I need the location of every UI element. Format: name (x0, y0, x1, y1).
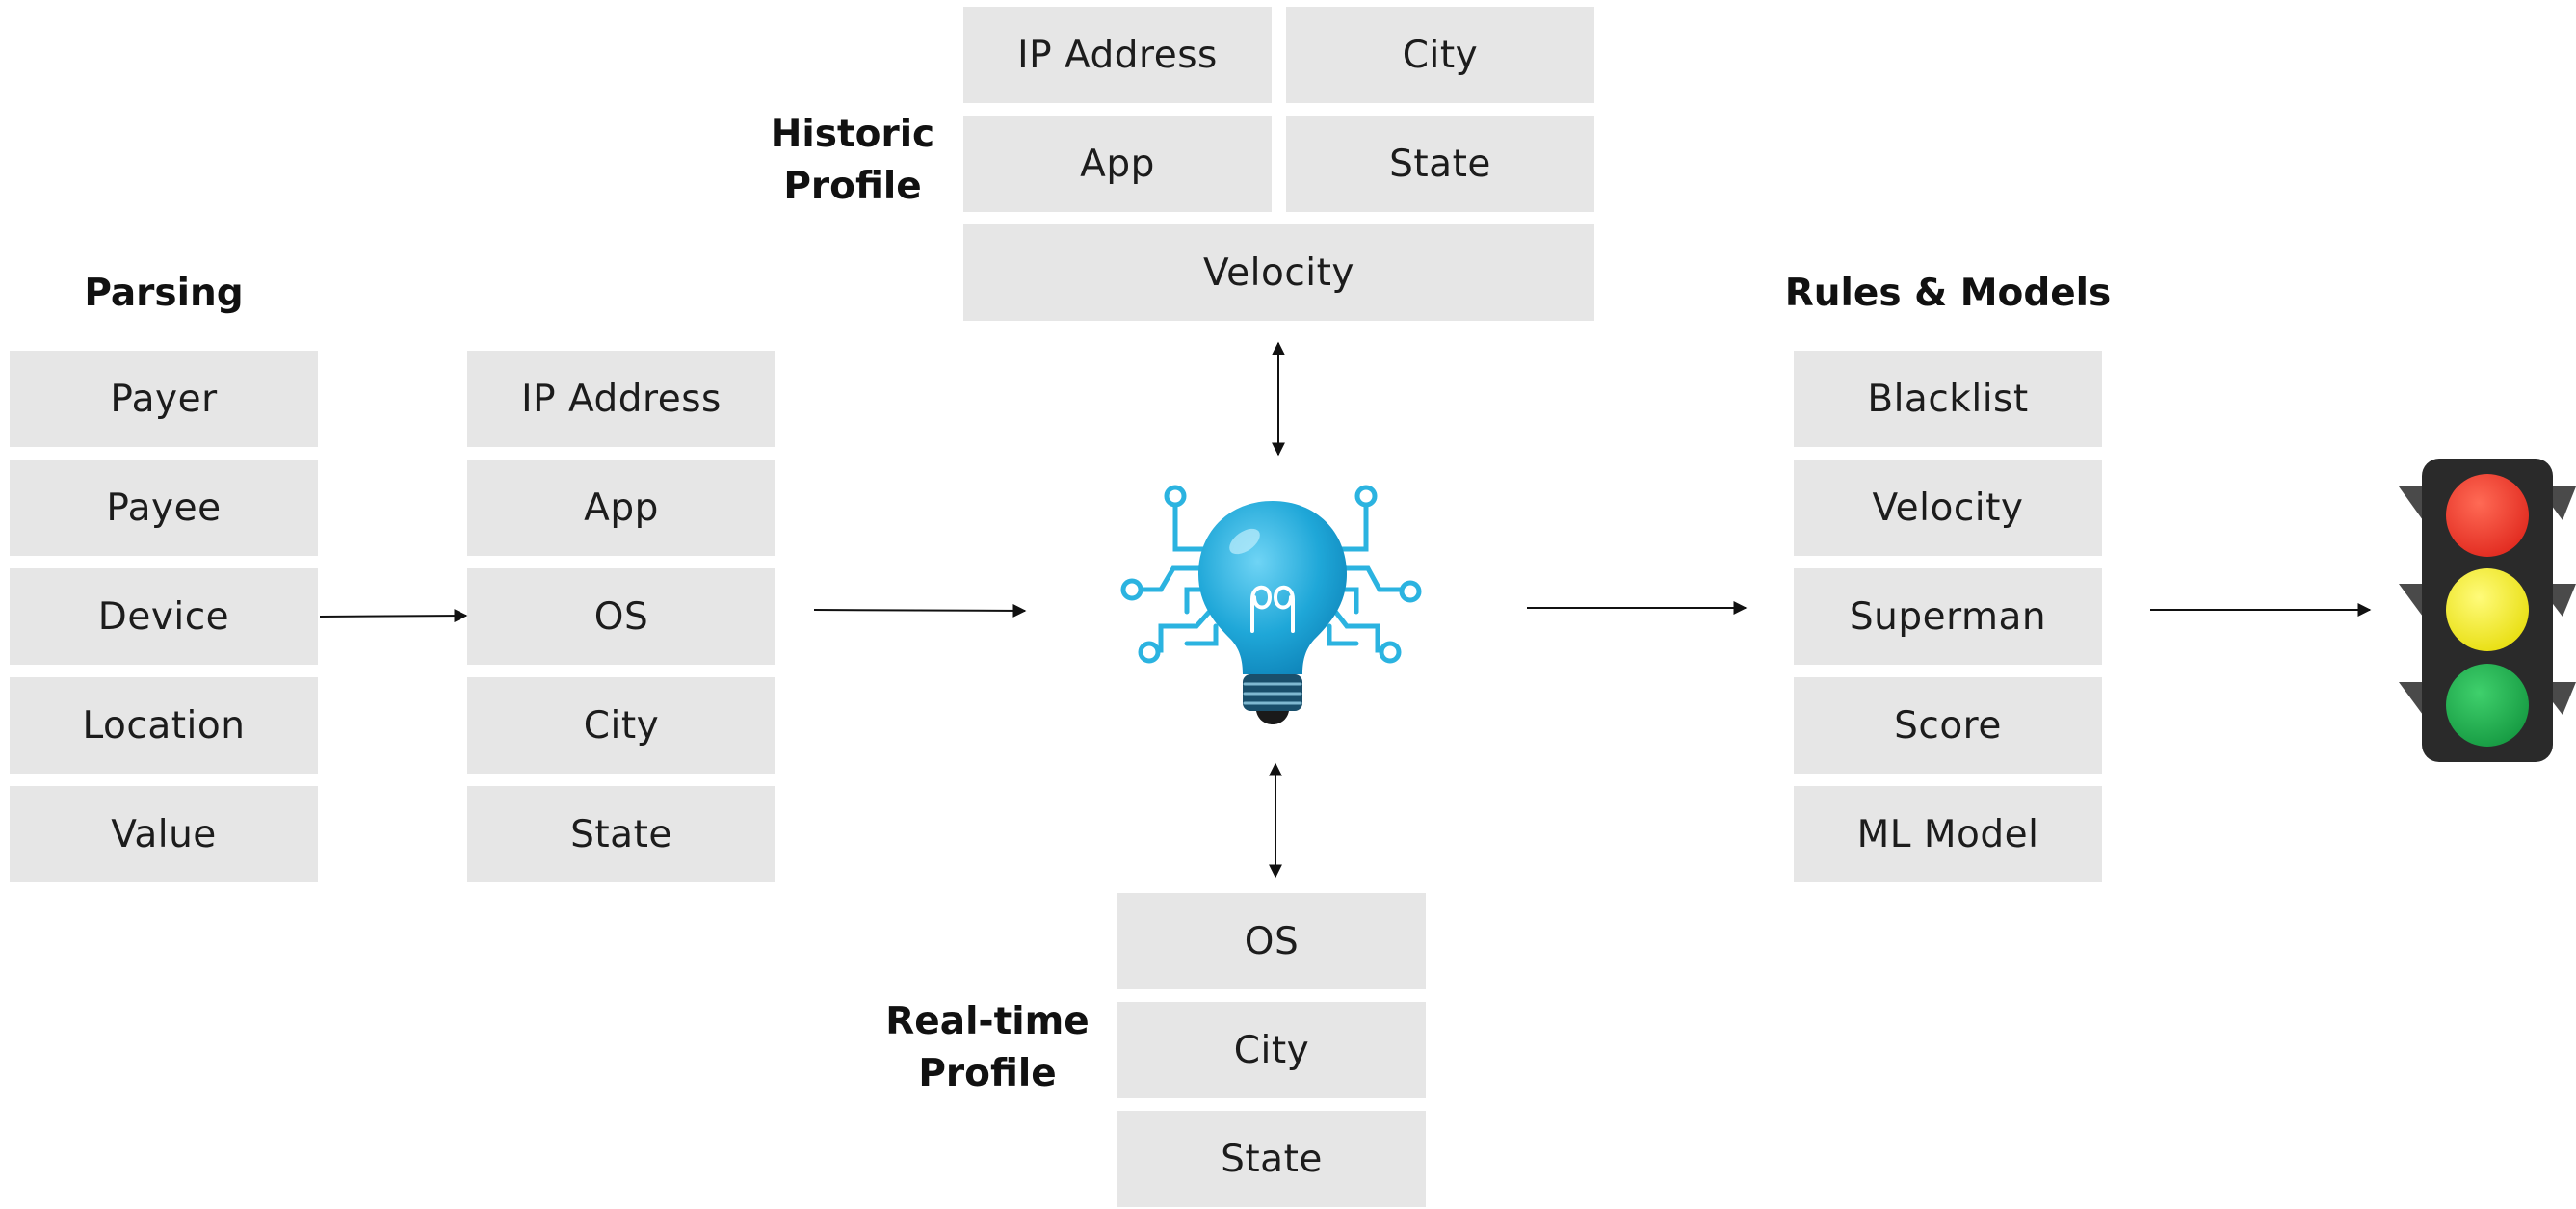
realtime-profile-title-line2: Profile (918, 1052, 1057, 1095)
historic-item-ip-address: IP Address (963, 7, 1272, 103)
rules-item-velocity: Velocity (1794, 460, 2102, 556)
historic-item-state: State (1286, 116, 1594, 212)
historic-profile-title-line1: Historic (770, 113, 935, 156)
extracted-item-state: State (467, 786, 775, 882)
green-light (2446, 664, 2529, 747)
rules-item-blacklist: Blacklist (1794, 351, 2102, 447)
historic-item-app: App (963, 116, 1272, 212)
realtime-item-os: OS (1117, 893, 1426, 989)
red-light (2446, 474, 2529, 557)
traffic-light-icon (2399, 459, 2576, 762)
realtime-profile-title: Real-time Profile (877, 996, 1098, 1100)
extracted-item-app: App (467, 460, 775, 556)
realtime-item-city: City (1117, 1002, 1426, 1098)
historic-item-city: City (1286, 7, 1594, 103)
realtime-item-state: State (1117, 1111, 1426, 1207)
parsing-item-payer: Payer (10, 351, 318, 447)
rules-item-superman: Superman (1794, 568, 2102, 665)
extracted-item-ip-address: IP Address (467, 351, 775, 447)
rules-item-ml-model: ML Model (1794, 786, 2102, 882)
rules-item-score: Score (1794, 677, 2102, 774)
parsing-title: Parsing (84, 272, 244, 315)
lightbulb-circuit-icon (1120, 485, 1422, 724)
parsing-item-payee: Payee (10, 460, 318, 556)
historic-profile-title: Historic Profile (761, 109, 944, 213)
extracted-item-city: City (467, 677, 775, 774)
rules-title: Rules & Models (1784, 272, 2112, 315)
arrow-extracted-to-engine (813, 603, 1027, 618)
realtime-profile-title-line1: Real-time (885, 1000, 1090, 1043)
yellow-light (2446, 568, 2529, 651)
arrow-parsing-to-extracted (319, 609, 468, 623)
historic-item-velocity: Velocity (963, 224, 1594, 321)
parsing-item-location: Location (10, 677, 318, 774)
extracted-item-os: OS (467, 568, 775, 665)
parsing-item-value: Value (10, 786, 318, 882)
historic-profile-title-line2: Profile (783, 165, 922, 208)
parsing-item-device: Device (10, 568, 318, 665)
